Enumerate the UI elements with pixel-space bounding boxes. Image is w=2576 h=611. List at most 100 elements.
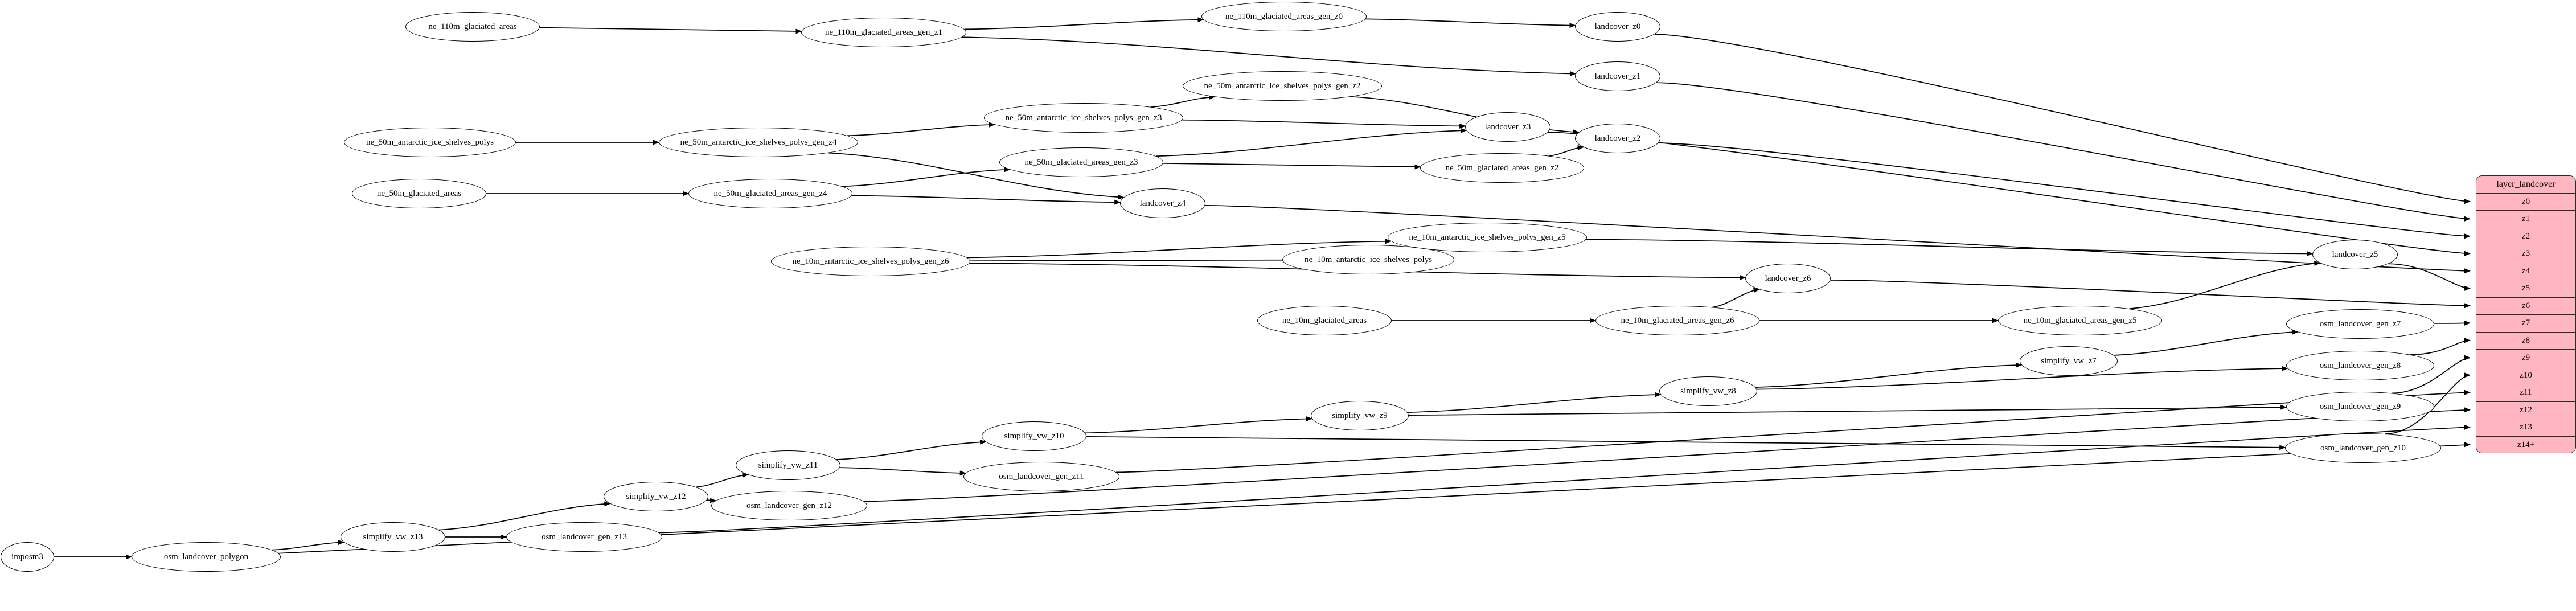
record-row-z7[interactable]: z7 bbox=[2476, 315, 2575, 333]
record-row-z5[interactable]: z5 bbox=[2476, 280, 2575, 298]
edge-ne_110m_glaciated_areas-to-ne_110m_glaciated_areas_gen_z1 bbox=[539, 27, 802, 34]
node-ne_50m_glaciated_areas_gen_z2[interactable]: ne_50m_glaciated_areas_gen_z2 bbox=[1420, 153, 1584, 183]
node-simplify_vw_z12[interactable]: simplify_vw_z12 bbox=[604, 482, 708, 511]
node-landcover_z3[interactable]: landcover_z3 bbox=[1465, 112, 1550, 142]
edge-ne_10m_antarctic_ice_shelves_polys_gen_z6-to-ne_10m_antarctic_ice_shelves_polys_gen_z5 bbox=[967, 239, 1392, 259]
record-row-z3[interactable]: z3 bbox=[2476, 245, 2575, 263]
node-osm_landcover_gen_z13[interactable]: osm_landcover_gen_z13 bbox=[506, 522, 662, 552]
edge-simplify_vw_z8-to-simplify_vw_z7 bbox=[1755, 362, 2023, 388]
node-landcover_z6[interactable]: landcover_z6 bbox=[1745, 264, 1831, 293]
node-osm_landcover_gen_z12[interactable]: osm_landcover_gen_z12 bbox=[711, 491, 867, 520]
edge-ne_50m_glaciated_areas_gen_z3-to-ne_50m_glaciated_areas_gen_z2 bbox=[1163, 163, 1421, 170]
edge-simplify_vw_z8-to-osm_landcover_gen_z8 bbox=[1757, 366, 2288, 390]
node-label: osm_landcover_gen_z9 bbox=[2319, 401, 2401, 411]
node-label: ne_50m_glaciated_areas_gen_z4 bbox=[713, 188, 827, 198]
node-label: landcover_z4 bbox=[1139, 198, 1186, 208]
edge-landcover_z3-to-record_z3 bbox=[1548, 132, 2471, 256]
edge-osm_landcover_polygon-to-simplify_vw_z13 bbox=[272, 540, 344, 551]
node-ne_50m_antarctic_ice_shelves_polys_gen_z3[interactable]: ne_50m_antarctic_ice_shelves_polys_gen_z… bbox=[984, 103, 1183, 133]
edge-simplify_vw_z7-to-osm_landcover_gen_z7 bbox=[2114, 329, 2299, 356]
node-label: landcover_z3 bbox=[1484, 122, 1531, 132]
node-simplify_vw_z7[interactable]: simplify_vw_z7 bbox=[2020, 346, 2118, 376]
edge-ne_50m_antarctic_ice_shelves_polys_gen_z4-to-landcover_z4 bbox=[828, 152, 1125, 200]
node-ne_10m_antarctic_ice_shelves_polys[interactable]: ne_10m_antarctic_ice_shelves_polys bbox=[1282, 245, 1454, 274]
node-label: simplify_vw_z12 bbox=[626, 491, 686, 501]
record-row-z13[interactable]: z13 bbox=[2476, 419, 2575, 437]
node-ne_110m_glaciated_areas_gen_z0[interactable]: ne_110m_glaciated_areas_gen_z0 bbox=[1201, 2, 1367, 31]
node-simplify_vw_z11[interactable]: simplify_vw_z11 bbox=[736, 450, 840, 480]
node-label: ne_10m_glaciated_areas_gen_z5 bbox=[2023, 315, 2137, 325]
node-label: ne_10m_glaciated_areas bbox=[1282, 315, 1367, 325]
node-label: ne_50m_antarctic_ice_shelves_polys bbox=[366, 137, 494, 147]
node-osm_landcover_gen_z11[interactable]: osm_landcover_gen_z11 bbox=[963, 462, 1119, 491]
node-label: ne_50m_antarctic_ice_shelves_polys_gen_z… bbox=[1005, 113, 1162, 122]
node-osm_landcover_gen_z9[interactable]: osm_landcover_gen_z9 bbox=[2286, 392, 2434, 421]
node-landcover_z2[interactable]: landcover_z2 bbox=[1575, 124, 1660, 153]
node-landcover_z5[interactable]: landcover_z5 bbox=[2312, 240, 2398, 269]
record-row-z9[interactable]: z9 bbox=[2476, 350, 2575, 367]
node-simplify_vw_z13[interactable]: simplify_vw_z13 bbox=[341, 522, 445, 552]
node-osm_landcover_gen_z10[interactable]: osm_landcover_gen_z10 bbox=[2285, 433, 2441, 463]
node-label: osm_landcover_gen_z11 bbox=[999, 471, 1084, 481]
node-ne_110m_glaciated_areas_gen_z1[interactable]: ne_110m_glaciated_areas_gen_z1 bbox=[801, 18, 966, 47]
edge-landcover_z4-to-record_z4 bbox=[1205, 204, 2471, 274]
edge-landcover_z1-to-record_z1 bbox=[1656, 82, 2471, 222]
node-ne_50m_glaciated_areas_gen_z3[interactable]: ne_50m_glaciated_areas_gen_z3 bbox=[999, 147, 1163, 177]
node-ne_50m_antarctic_ice_shelves_polys_gen_z2[interactable]: ne_50m_antarctic_ice_shelves_polys_gen_z… bbox=[1183, 71, 1382, 101]
edge-ne_10m_antarctic_ice_shelves_polys-to-ne_10m_antarctic_ice_shelves_polys_gen_z6 bbox=[955, 258, 1298, 264]
node-ne_10m_glaciated_areas_gen_z6[interactable]: ne_10m_glaciated_areas_gen_z6 bbox=[1595, 306, 1759, 335]
node-label: ne_110m_glaciated_areas_gen_z0 bbox=[1225, 11, 1343, 21]
node-landcover_z1[interactable]: landcover_z1 bbox=[1575, 61, 1660, 91]
node-ne_110m_glaciated_areas[interactable]: ne_110m_glaciated_areas bbox=[405, 12, 540, 42]
node-ne_50m_glaciated_areas[interactable]: ne_50m_glaciated_areas bbox=[352, 179, 486, 208]
edge-simplify_vw_z10-to-osm_landcover_gen_z10 bbox=[1086, 436, 2286, 450]
record-row-z14+[interactable]: z14+ bbox=[2476, 436, 2575, 453]
record-row-z11[interactable]: z11 bbox=[2476, 384, 2575, 402]
node-ne_10m_glaciated_areas_gen_z5[interactable]: ne_10m_glaciated_areas_gen_z5 bbox=[1998, 306, 2162, 335]
node-label: landcover_z0 bbox=[1594, 22, 1641, 31]
record-row-z4[interactable]: z4 bbox=[2476, 263, 2575, 280]
node-ne_50m_antarctic_ice_shelves_polys[interactable]: ne_50m_antarctic_ice_shelves_polys bbox=[344, 128, 516, 157]
edge-osm_landcover_gen_z10-to-record_z10 bbox=[2385, 372, 2471, 434]
record-row-z8[interactable]: z8 bbox=[2476, 332, 2575, 350]
node-label: osm_landcover_gen_z10 bbox=[2320, 443, 2406, 453]
node-imposm3[interactable]: imposm3 bbox=[1, 542, 54, 572]
node-osm_landcover_gen_z7[interactable]: osm_landcover_gen_z7 bbox=[2286, 309, 2434, 339]
node-ne_50m_antarctic_ice_shelves_polys_gen_z4[interactable]: ne_50m_antarctic_ice_shelves_polys_gen_z… bbox=[659, 128, 858, 157]
record-row-z1[interactable]: z1 bbox=[2476, 211, 2575, 228]
record-row-z2[interactable]: z2 bbox=[2476, 228, 2575, 245]
edge-simplify_vw_z11-to-simplify_vw_z10 bbox=[836, 439, 987, 460]
edge-osm_landcover_gen_z12-to-record_z12 bbox=[864, 407, 2471, 502]
node-simplify_vw_z8[interactable]: simplify_vw_z8 bbox=[1659, 376, 1757, 406]
record-row-z6[interactable]: z6 bbox=[2476, 297, 2575, 315]
node-label: simplify_vw_z8 bbox=[1680, 386, 1736, 396]
edge-landcover_z0-to-record_z0 bbox=[1654, 34, 2471, 204]
record-header: layer_landcover bbox=[2476, 176, 2575, 194]
node-landcover_z0[interactable]: landcover_z0 bbox=[1575, 12, 1660, 42]
record-row-z10[interactable]: z10 bbox=[2476, 367, 2575, 384]
edge-osm_landcover_gen_z9-to-record_z9 bbox=[2392, 355, 2471, 394]
node-label: ne_10m_antarctic_ice_shelves_polys_gen_z… bbox=[1409, 232, 1566, 242]
node-osm_landcover_gen_z8[interactable]: osm_landcover_gen_z8 bbox=[2286, 351, 2434, 380]
node-label: osm_landcover_gen_z7 bbox=[2319, 319, 2401, 329]
node-ne_10m_glaciated_areas[interactable]: ne_10m_glaciated_areas bbox=[1257, 306, 1392, 335]
edge-simplify_vw_z9-to-simplify_vw_z8 bbox=[1407, 392, 1662, 413]
node-label: landcover_z1 bbox=[1594, 71, 1641, 81]
node-ne_50m_glaciated_areas_gen_z4[interactable]: ne_50m_glaciated_areas_gen_z4 bbox=[688, 179, 852, 208]
edge-ne_50m_glaciated_areas_gen_z4-to-ne_50m_glaciated_areas_gen_z3 bbox=[842, 167, 1011, 187]
node-label: osm_landcover_gen_z12 bbox=[746, 501, 832, 510]
node-ne_10m_antarctic_ice_shelves_polys_gen_z6[interactable]: ne_10m_antarctic_ice_shelves_polys_gen_z… bbox=[771, 247, 970, 276]
record-row-z12[interactable]: z12 bbox=[2476, 401, 2575, 419]
record-row-z0[interactable]: z0 bbox=[2476, 193, 2575, 211]
node-simplify_vw_z9[interactable]: simplify_vw_z9 bbox=[1311, 401, 1409, 430]
edge-ne_10m_glaciated_areas_gen_z6-to-landcover_z6 bbox=[1712, 288, 1760, 308]
node-label: imposm3 bbox=[11, 552, 43, 561]
edge-ne_50m_glaciated_areas_gen_z4-to-landcover_z4 bbox=[851, 195, 1121, 205]
node-label: osm_landcover_gen_z8 bbox=[2319, 360, 2401, 370]
edge-simplify_vw_z11-to-osm_landcover_gen_z11 bbox=[839, 467, 966, 476]
node-landcover_z4[interactable]: landcover_z4 bbox=[1120, 188, 1205, 218]
node-osm_landcover_polygon[interactable]: osm_landcover_polygon bbox=[132, 542, 281, 572]
node-simplify_vw_z10[interactable]: simplify_vw_z10 bbox=[982, 421, 1086, 451]
